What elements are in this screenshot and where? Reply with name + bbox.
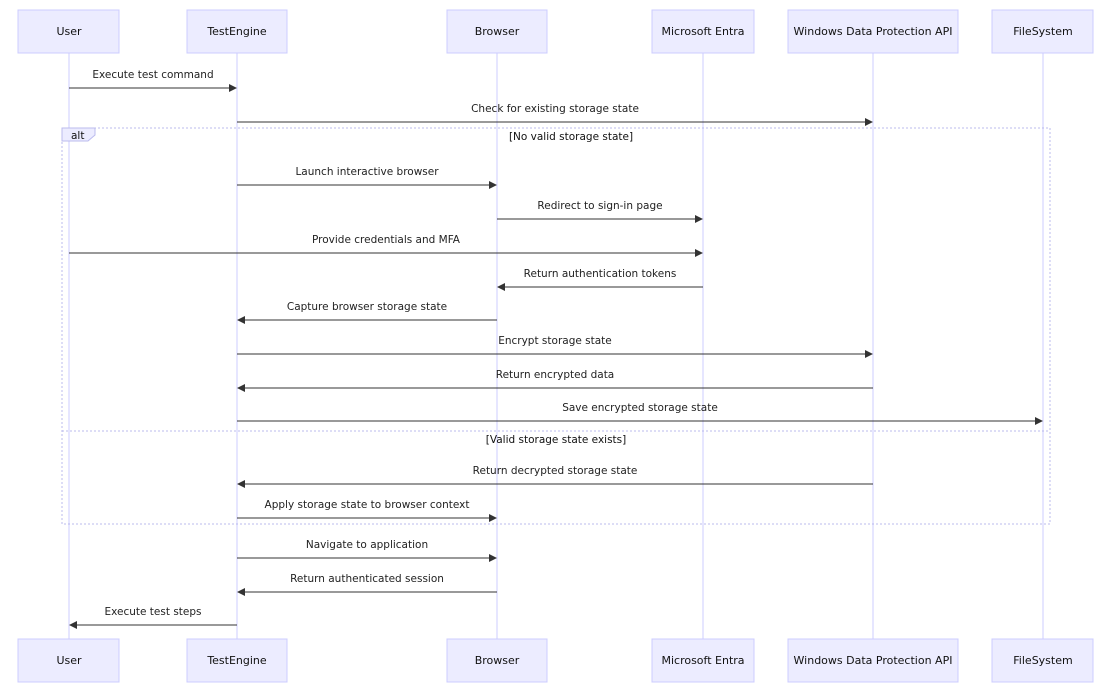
alt-condition-1: [No valid storage state] <box>509 131 633 143</box>
message-label: Navigate to application <box>306 539 428 551</box>
actor-user-top-label: User <box>56 25 82 38</box>
alt-frame-tab <box>61 127 96 142</box>
actor-dpapi-top: Windows Data Protection API <box>787 9 959 54</box>
message-11: Return decrypted storage state <box>237 465 873 488</box>
message-label: Capture browser storage state <box>287 301 447 313</box>
actor-entra-top-label: Microsoft Entra <box>661 25 744 38</box>
actor-testengine-top-label: TestEngine <box>206 25 267 38</box>
message-4: Redirect to sign-in page <box>497 200 703 223</box>
actor-entra-bottom: Microsoft Entra <box>651 638 755 683</box>
message-label: Provide credentials and MFA <box>312 234 461 246</box>
actor-testengine-top: TestEngine <box>186 9 288 54</box>
message-label: Execute test command <box>92 69 213 81</box>
message-label: Apply storage state to browser context <box>265 499 470 511</box>
message-label: Return authentication tokens <box>524 268 677 280</box>
message-12: Apply storage state to browser context <box>237 499 497 522</box>
message-3: Launch interactive browser <box>237 166 497 189</box>
actors-top: User TestEngine Browser Microsoft Entra … <box>17 9 1094 54</box>
message-7: Capture browser storage state <box>237 301 497 324</box>
actor-entra-top: Microsoft Entra <box>651 9 755 54</box>
message-label: Check for existing storage state <box>471 103 639 115</box>
message-label: Return encrypted data <box>496 369 615 381</box>
actor-browser-bottom: Browser <box>446 638 548 683</box>
actor-fs-top-label: FileSystem <box>1013 25 1072 38</box>
message-5: Provide credentials and MFA <box>69 234 703 257</box>
actor-testengine-bottom-label: TestEngine <box>206 654 267 667</box>
actors-bottom: User TestEngine Browser Microsoft Entra … <box>17 638 1094 683</box>
message-2: Check for existing storage state <box>237 103 873 126</box>
actor-fs-bottom: FileSystem <box>991 638 1094 683</box>
message-1: Execute test command <box>69 69 237 92</box>
message-label: Encrypt storage state <box>498 335 612 347</box>
message-10: Save encrypted storage state <box>237 402 1043 425</box>
actor-fs-top: FileSystem <box>991 9 1094 54</box>
message-13: Navigate to application <box>237 539 497 562</box>
actor-fs-bottom-label: FileSystem <box>1013 654 1072 667</box>
actor-dpapi-top-label: Windows Data Protection API <box>794 25 953 38</box>
message-label: Save encrypted storage state <box>562 402 718 414</box>
message-6: Return authentication tokens <box>497 268 703 291</box>
actor-browser-top: Browser <box>446 9 548 54</box>
actor-testengine-bottom: TestEngine <box>186 638 288 683</box>
message-8: Encrypt storage state <box>237 335 873 358</box>
actor-user-bottom: User <box>17 638 120 683</box>
actor-dpapi-bottom-label: Windows Data Protection API <box>794 654 953 667</box>
message-9: Return encrypted data <box>237 369 873 392</box>
message-14: Return authenticated session <box>237 573 497 596</box>
message-15: Execute test steps <box>69 606 237 629</box>
actor-entra-bottom-label: Microsoft Entra <box>661 654 744 667</box>
alt-frame-border <box>61 127 1051 525</box>
message-label: Launch interactive browser <box>295 166 439 178</box>
message-label: Return decrypted storage state <box>473 465 638 477</box>
message-label: Redirect to sign-in page <box>537 200 662 212</box>
actor-user-top: User <box>17 9 120 54</box>
alt-frame: alt [No valid storage state] [Valid stor… <box>61 127 1051 525</box>
actor-dpapi-bottom: Windows Data Protection API <box>787 638 959 683</box>
alt-label: alt <box>71 130 84 142</box>
message-label: Execute test steps <box>104 606 201 618</box>
message-label: Return authenticated session <box>290 573 444 585</box>
alt-condition-2: [Valid storage state exists] <box>486 434 626 446</box>
actor-browser-bottom-label: Browser <box>475 654 520 667</box>
actor-user-bottom-label: User <box>56 654 82 667</box>
lifelines <box>68 53 1044 639</box>
actor-browser-top-label: Browser <box>475 25 520 38</box>
